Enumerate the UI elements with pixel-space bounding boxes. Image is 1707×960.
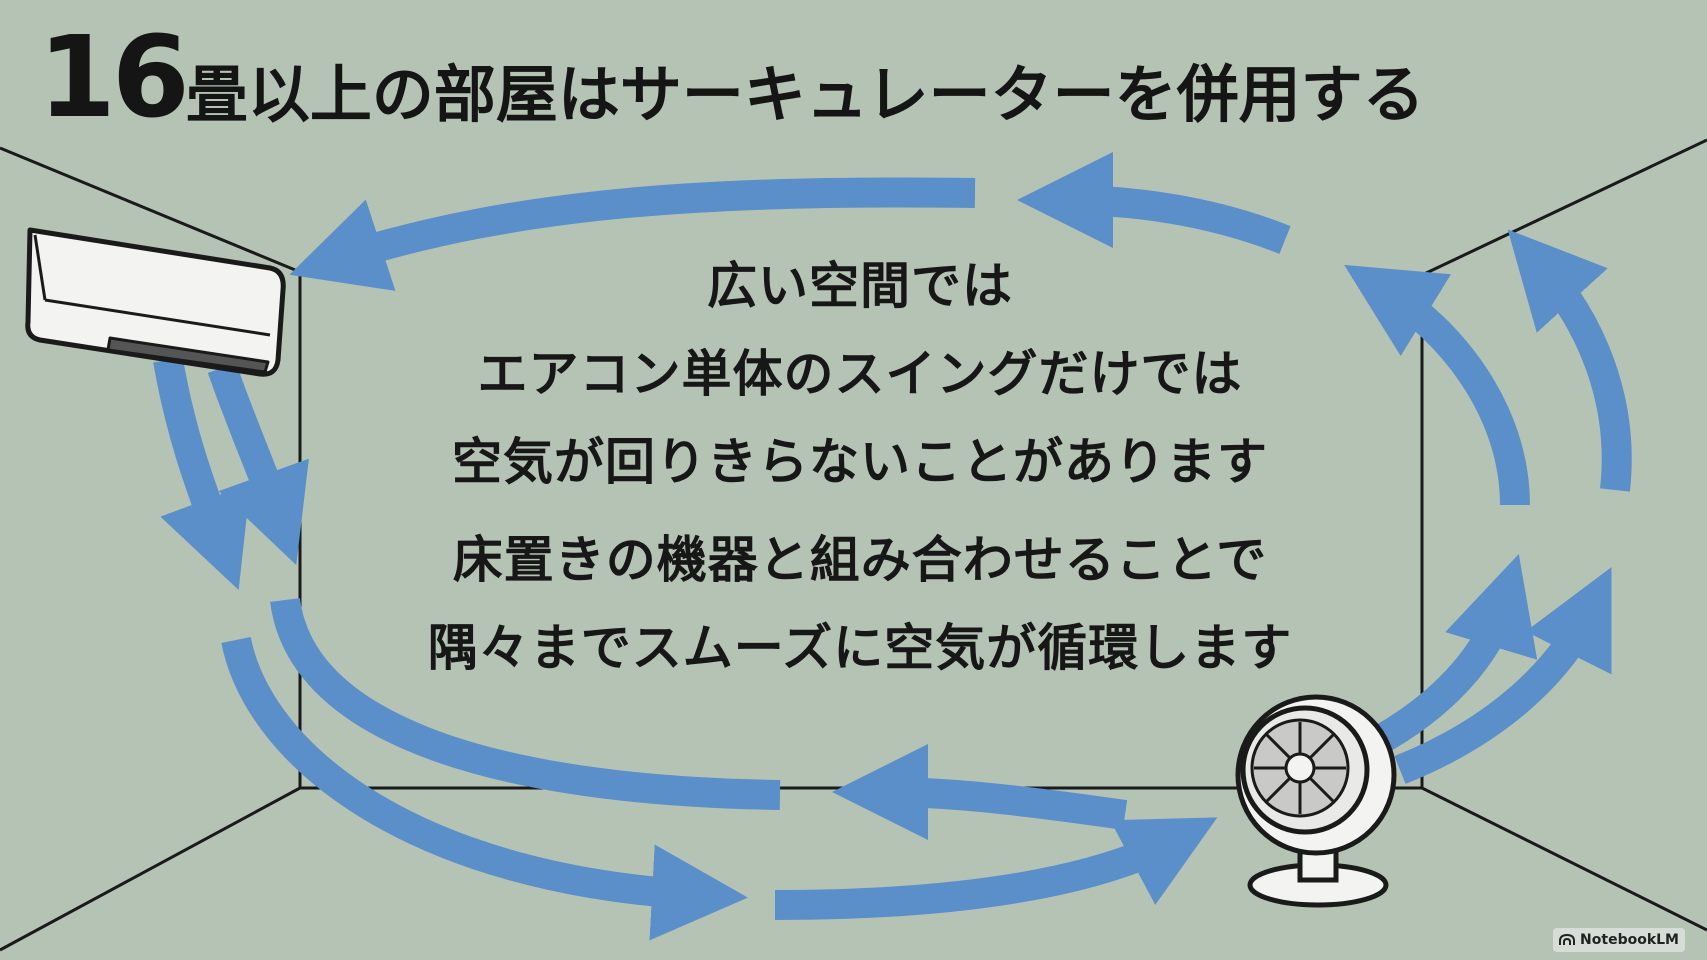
- message-gap: [330, 506, 1390, 516]
- airflow-arrow-fan-up-1: [1372, 554, 1538, 754]
- airflow-arrow-inner-loop: [270, 597, 781, 810]
- floor-left-edge: [0, 786, 301, 952]
- logo-text: NotebookLM: [1580, 932, 1679, 948]
- airflow-arrow-fan-up-2: [1394, 567, 1612, 784]
- message-line-2: エアコン単体のスイングだけでは: [477, 345, 1243, 403]
- title-number: 16: [38, 13, 190, 143]
- ceiling-left-edge: [0, 146, 301, 274]
- ceiling-right-edge: [1421, 138, 1707, 277]
- air-conditioner-icon: [25, 227, 286, 377]
- message-line-4: 床置きの機器と組み合わせることで: [452, 531, 1268, 589]
- airflow-arrow-back: [831, 744, 1128, 841]
- message-line-5: 隅々までスムーズに空気が循環します: [427, 619, 1293, 677]
- airflow-arrow-top-left: [289, 177, 976, 291]
- airflow-arrow-ac-down-1: [153, 357, 251, 591]
- explanation-text: 広い空間では エアコン単体のスイングだけでは 空気が回りきらないことがあります …: [330, 242, 1390, 692]
- airflow-arrow-to-fan: [774, 817, 1218, 920]
- notebooklm-logo: NotebookLM: [1553, 928, 1685, 952]
- message-line-1: 広い空間では: [707, 257, 1013, 315]
- notebooklm-logo-icon: [1559, 934, 1576, 945]
- airflow-arrow-top-right: [1016, 152, 1291, 254]
- message-line-3: 空気が回りきらないことがあります: [452, 433, 1268, 491]
- circulator-fan-icon: [1235, 694, 1397, 908]
- floor-right-edge: [1421, 786, 1707, 932]
- airflow-arrow-floor-left: [221, 636, 748, 941]
- airflow-arrow-right-up-2: [1507, 229, 1632, 492]
- airflow-arrow-ac-down-2: [207, 363, 309, 566]
- airflow-arrow-right-up-1: [1344, 264, 1530, 506]
- slide-title: 16畳以上の部屋はサーキュレーターを併用する: [38, 18, 1678, 138]
- airflow-arrows: [153, 152, 1632, 941]
- title-text: 畳以上の部屋はサーキュレーターを併用する: [185, 58, 1425, 131]
